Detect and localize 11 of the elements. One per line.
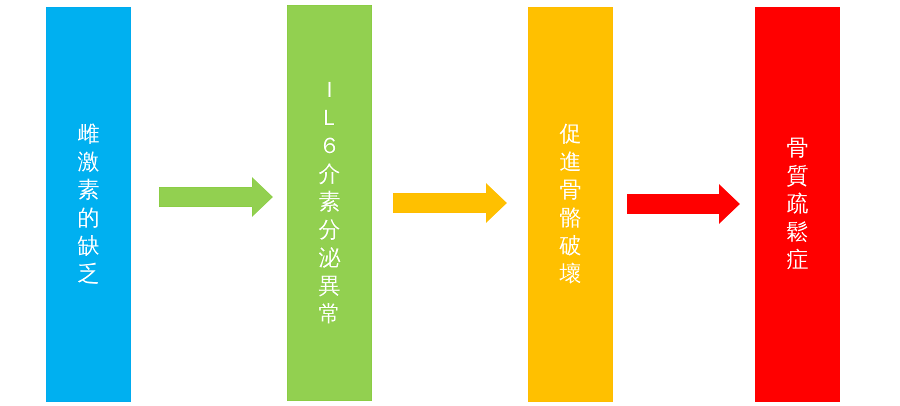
process-box [755,7,840,402]
arrow [393,183,507,223]
box-label: ＩＬ６介素分泌異常 [318,77,342,329]
process-box [287,5,372,401]
arrow [159,177,273,217]
process-box [528,7,613,402]
box-label: 促進骨骼破壞 [558,120,582,288]
arrow [627,184,740,224]
box-label: 雌激素的缺乏 [76,120,100,288]
process-box [46,7,131,402]
box-label: 骨質疏鬆症 [786,134,810,274]
